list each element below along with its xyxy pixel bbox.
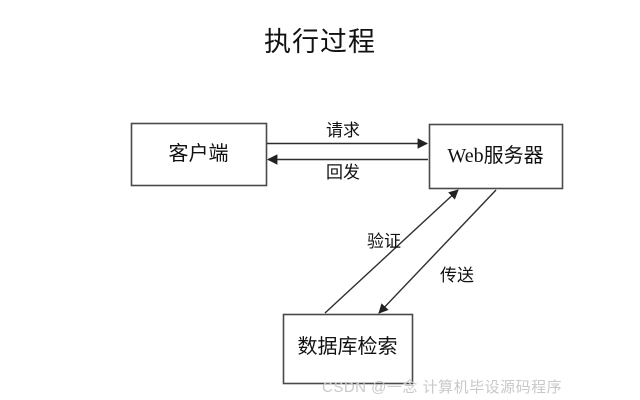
- edge-transmit-line: [378, 189, 497, 314]
- node-database-box: [282, 313, 414, 385]
- page-title: 执行过程: [264, 27, 376, 57]
- node-label-client: 客户端: [168, 143, 229, 165]
- edge-label-transmit: 传送: [440, 266, 474, 285]
- node-client-box: [130, 122, 268, 187]
- node-webserver-box: [428, 123, 564, 190]
- edge-label-request: 请求: [326, 121, 360, 140]
- edge-verify-line: [324, 189, 459, 314]
- watermark-text: CSDN @一念 计算机毕设源码程序: [322, 379, 563, 396]
- node-label-webserver: Web服务器: [447, 145, 544, 167]
- node-label-database: 数据库检索: [297, 336, 398, 358]
- edge-label-verify: 验证: [367, 232, 401, 251]
- edge-label-postback: 回发: [326, 163, 360, 182]
